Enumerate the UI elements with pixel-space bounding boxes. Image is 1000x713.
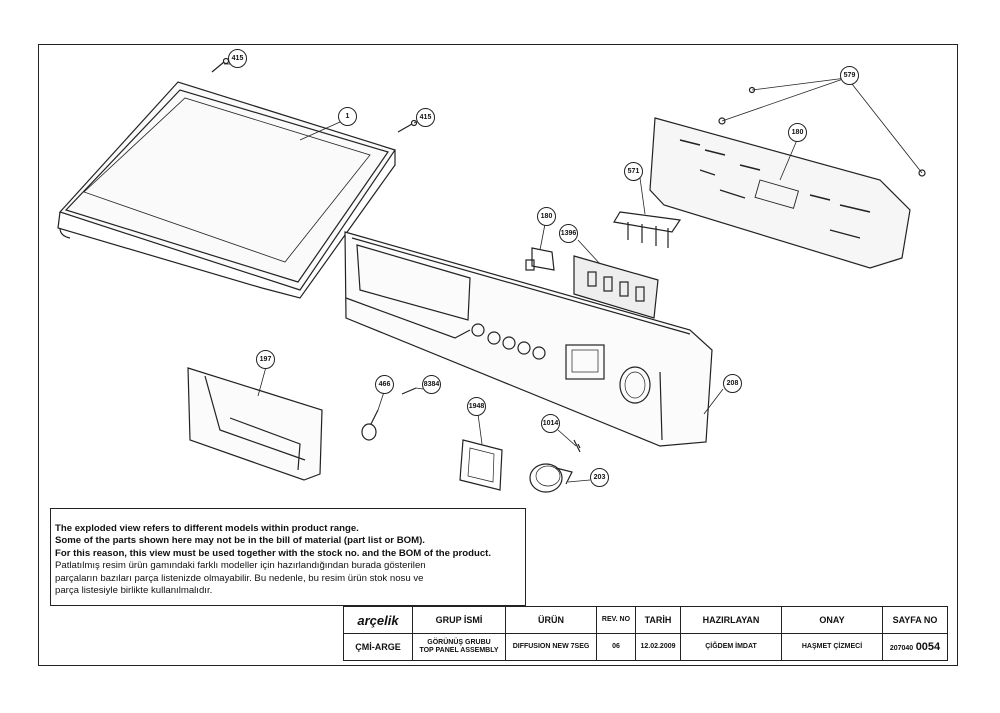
callout-180-board: 180 [788, 123, 807, 142]
brand-logo: arçelik [343, 606, 413, 634]
callout-208: 208 [723, 374, 742, 393]
note-en-line-1: The exploded view refers to different mo… [55, 523, 359, 534]
note-en-line-3: For this reason, this view must be used … [55, 547, 492, 559]
note-tr-line-1: Patlatılmış resim ürün gamındaki farklı … [55, 560, 426, 572]
screw-415-top [211, 57, 230, 73]
header-product: ÜRÜN [505, 606, 597, 634]
callout-466: 466 [375, 375, 394, 394]
approved-value: HAŞMET ÇİZMECİ [781, 633, 883, 661]
page-value: 207040 0054 [882, 633, 948, 661]
rev-value: 06 [596, 633, 636, 661]
screw-415-right [397, 119, 418, 133]
callout-415-right: 415 [416, 108, 435, 127]
note-en-line-2: Some of the parts shown here may not be … [55, 535, 425, 547]
page-prefix: 207040 [889, 645, 914, 652]
note-tr-line-3: parça listesiyle birlikte kullanılmalıdı… [55, 585, 213, 597]
display-frame [459, 439, 503, 491]
page-number: 0054 [915, 641, 941, 653]
product-value: DIFFUSION NEW 7SEG [505, 633, 597, 661]
callout-1: 1 [338, 107, 357, 126]
button-block [573, 255, 659, 319]
program-knob [529, 463, 573, 493]
header-prepared: HAZIRLAYAN [680, 606, 782, 634]
callout-197: 197 [256, 350, 275, 369]
group-value-line-1: GÖRÜNÜŞ GRUBU [427, 639, 491, 646]
header-rev: REV. NO [596, 606, 636, 634]
callout-1014: 1014 [541, 414, 560, 433]
callout-415-top: 415 [228, 49, 247, 68]
title-block: arçelik GRUP İSMİ ÜRÜN REV. NO TARİH HAZ… [343, 606, 948, 661]
callout-571: 571 [624, 162, 643, 181]
header-date: TARİH [635, 606, 681, 634]
header-approved: ONAY [781, 606, 883, 634]
callout-1396: 1396 [559, 224, 578, 243]
callout-8384: 8384 [422, 375, 441, 394]
drawing-frame [38, 44, 958, 666]
top-lid [57, 81, 396, 299]
disclaimer-notes: The exploded view refers to different mo… [50, 508, 526, 606]
callout-579: 579 [840, 66, 859, 85]
callout-203: 203 [590, 468, 609, 487]
group-value: GÖRÜNÜŞ GRUBU TOP PANEL ASSEMBLY [412, 633, 506, 661]
prepared-value: ÇİĞDEM İMDAT [680, 633, 782, 661]
callout-180-switch: 180 [537, 207, 556, 226]
board-clip [613, 211, 682, 248]
note-tr-line-2: parçaların bazıları parça listenizde olm… [55, 572, 424, 584]
header-group: GRUP İSMİ [412, 606, 506, 634]
date-value: 12.02.2009 [635, 633, 681, 661]
electronic-board [649, 117, 911, 269]
callout-1948: 1948 [467, 397, 486, 416]
control-panel-frame [344, 231, 713, 447]
group-value-line-2: TOP PANEL ASSEMBLY [419, 647, 499, 654]
dept-value: ÇMİ-ARGE [343, 633, 413, 661]
header-page: SAYFA NO [882, 606, 948, 634]
power-switch [525, 247, 555, 271]
button-knob [361, 409, 379, 441]
dispenser-handle [187, 367, 323, 481]
